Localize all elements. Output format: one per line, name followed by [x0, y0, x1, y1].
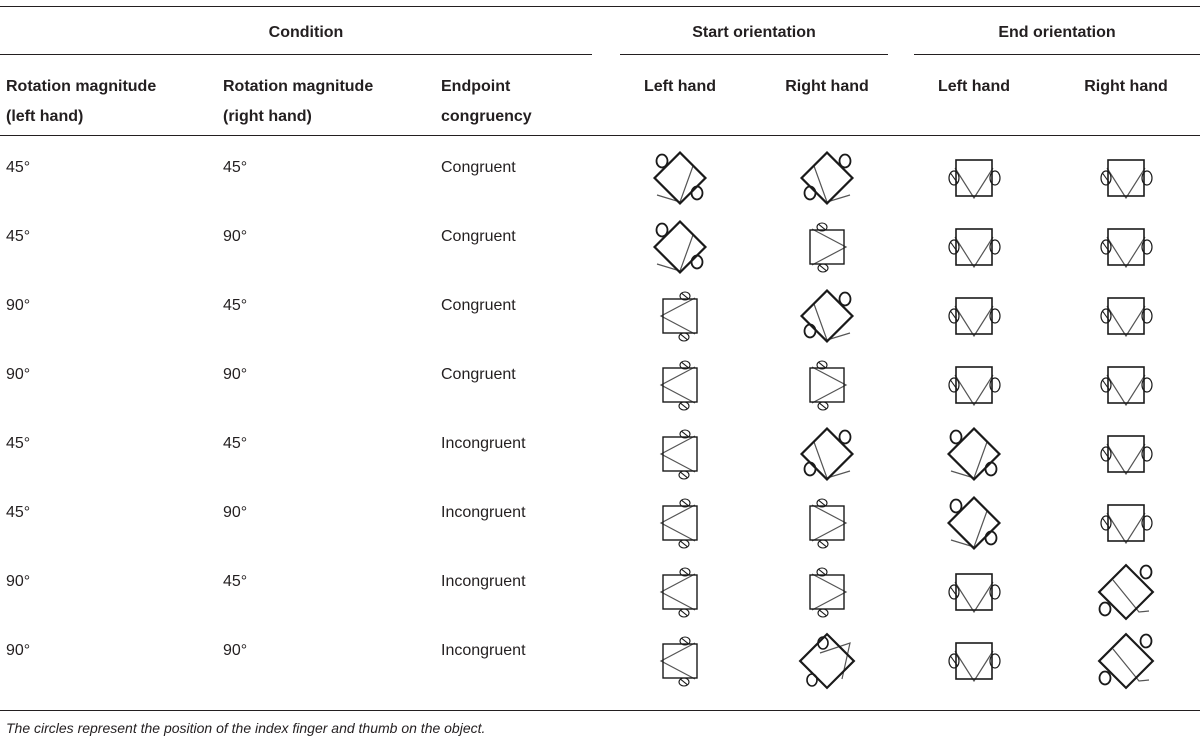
group-header-start-orientation: Start orientation — [692, 24, 816, 41]
end-right-hand-icon — [1091, 491, 1161, 560]
col-header-endpoint-congruency: Endpoint congruency — [441, 78, 532, 125]
start-left-hand-icon — [645, 215, 715, 284]
end-right-hand-icon — [1091, 629, 1161, 698]
start-right-hand-icon — [792, 284, 862, 353]
end-left-hand-icon — [939, 491, 1009, 560]
end-left-hand-icon — [939, 353, 1009, 422]
start-right-hand-icon — [792, 629, 862, 698]
end-left-hand-icon — [939, 422, 1009, 491]
cell-rotation-right: 90° — [223, 366, 248, 383]
group-header-condition: Condition — [268, 24, 344, 41]
cell-rotation-left: 45° — [6, 435, 31, 452]
start-right-hand-icon — [792, 422, 862, 491]
cell-endpoint-congruency: Congruent — [441, 159, 516, 176]
header-bottom-rule — [0, 135, 1200, 136]
start-right-hand-icon — [792, 353, 862, 422]
start-right-hand-icon — [792, 146, 862, 215]
col-header-rotation-left: Rotation magnitude (left hand) — [6, 78, 157, 125]
end-left-hand-icon — [939, 146, 1009, 215]
end-left-hand-icon — [939, 284, 1009, 353]
group-header-end-orientation: End orientation — [998, 24, 1116, 41]
table-bottom-rule — [0, 710, 1200, 711]
table-footnote: The circles represent the position of th… — [6, 720, 486, 736]
start-left-hand-icon — [645, 146, 715, 215]
cell-endpoint-congruency: Incongruent — [441, 435, 526, 452]
cell-rotation-left: 45° — [6, 159, 31, 176]
cell-endpoint-congruency: Incongruent — [441, 573, 526, 590]
start-left-hand-icon — [645, 284, 715, 353]
cell-endpoint-congruency: Congruent — [441, 228, 516, 245]
col-header-rotation-right: Rotation magnitude (right hand) — [223, 78, 374, 125]
start-right-hand-icon — [792, 215, 862, 284]
cell-rotation-left: 45° — [6, 228, 31, 245]
end-left-hand-icon — [939, 215, 1009, 284]
end-left-hand-icon — [939, 629, 1009, 698]
cell-rotation-right: 45° — [223, 573, 248, 590]
start-left-hand-icon — [645, 629, 715, 698]
cell-rotation-right: 45° — [223, 435, 248, 452]
start-right-hand-icon — [792, 560, 862, 629]
end-right-hand-icon — [1091, 146, 1161, 215]
cell-rotation-left: 90° — [6, 366, 31, 383]
cell-endpoint-congruency: Congruent — [441, 297, 516, 314]
cell-endpoint-congruency: Congruent — [441, 366, 516, 383]
cell-endpoint-congruency: Incongruent — [441, 504, 526, 521]
cell-rotation-left: 90° — [6, 573, 31, 590]
end-right-hand-icon — [1091, 560, 1161, 629]
end-right-hand-icon — [1091, 284, 1161, 353]
col-header-end-left-hand: Left hand — [938, 78, 1010, 95]
end-right-hand-icon — [1091, 215, 1161, 284]
start-orientation-underline — [620, 54, 888, 55]
col-header-start-left-hand: Left hand — [644, 78, 716, 95]
start-right-hand-icon — [792, 491, 862, 560]
cell-endpoint-congruency: Incongruent — [441, 642, 526, 659]
end-orientation-underline — [914, 54, 1200, 55]
cell-rotation-left: 90° — [6, 642, 31, 659]
col-header-start-right-hand: Right hand — [785, 78, 869, 95]
col-header-end-right-hand: Right hand — [1084, 78, 1168, 95]
cell-rotation-left: 90° — [6, 297, 31, 314]
start-left-hand-icon — [645, 560, 715, 629]
end-right-hand-icon — [1091, 353, 1161, 422]
cell-rotation-right: 45° — [223, 297, 248, 314]
start-left-hand-icon — [645, 491, 715, 560]
cell-rotation-left: 45° — [6, 504, 31, 521]
start-left-hand-icon — [645, 353, 715, 422]
end-right-hand-icon — [1091, 422, 1161, 491]
cell-rotation-right: 90° — [223, 504, 248, 521]
cell-rotation-right: 90° — [223, 228, 248, 245]
condition-underline — [0, 54, 592, 55]
cell-rotation-right: 90° — [223, 642, 248, 659]
cell-rotation-right: 45° — [223, 159, 248, 176]
end-left-hand-icon — [939, 560, 1009, 629]
top-rule — [0, 6, 1200, 7]
start-left-hand-icon — [645, 422, 715, 491]
